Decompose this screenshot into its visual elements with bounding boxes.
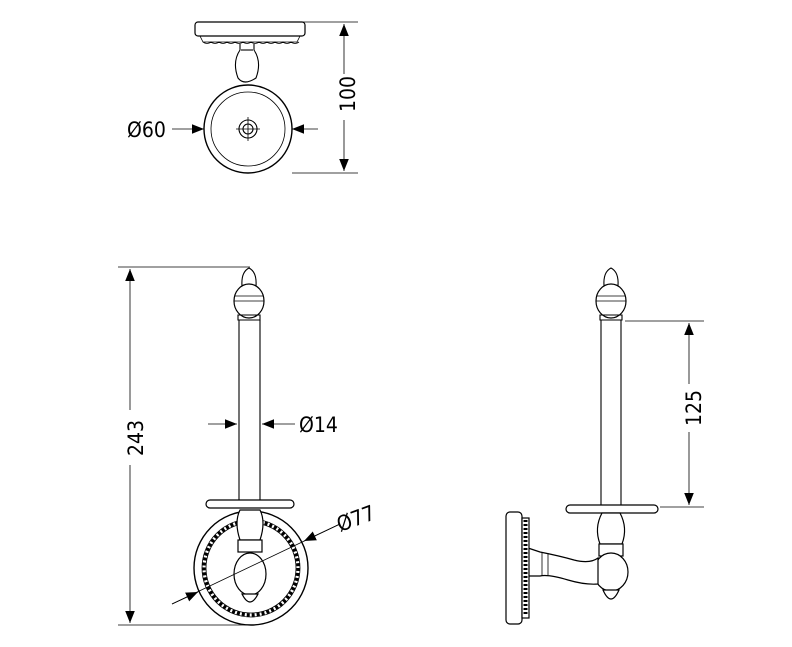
dim-rosette-diameter: Ø77 xyxy=(334,501,379,537)
front-view: Ø14 Ø77 243 xyxy=(118,266,379,626)
dim-rod-diameter: Ø14 xyxy=(299,413,338,437)
dim-top-height: 100 xyxy=(336,76,360,112)
dim-top-diameter: Ø60 xyxy=(127,118,166,142)
dim-rod-length: 125 xyxy=(682,390,706,426)
side-view: 125 xyxy=(505,267,706,625)
top-view: Ø60 100 xyxy=(127,21,360,174)
dim-overall-height: 243 xyxy=(124,420,148,456)
